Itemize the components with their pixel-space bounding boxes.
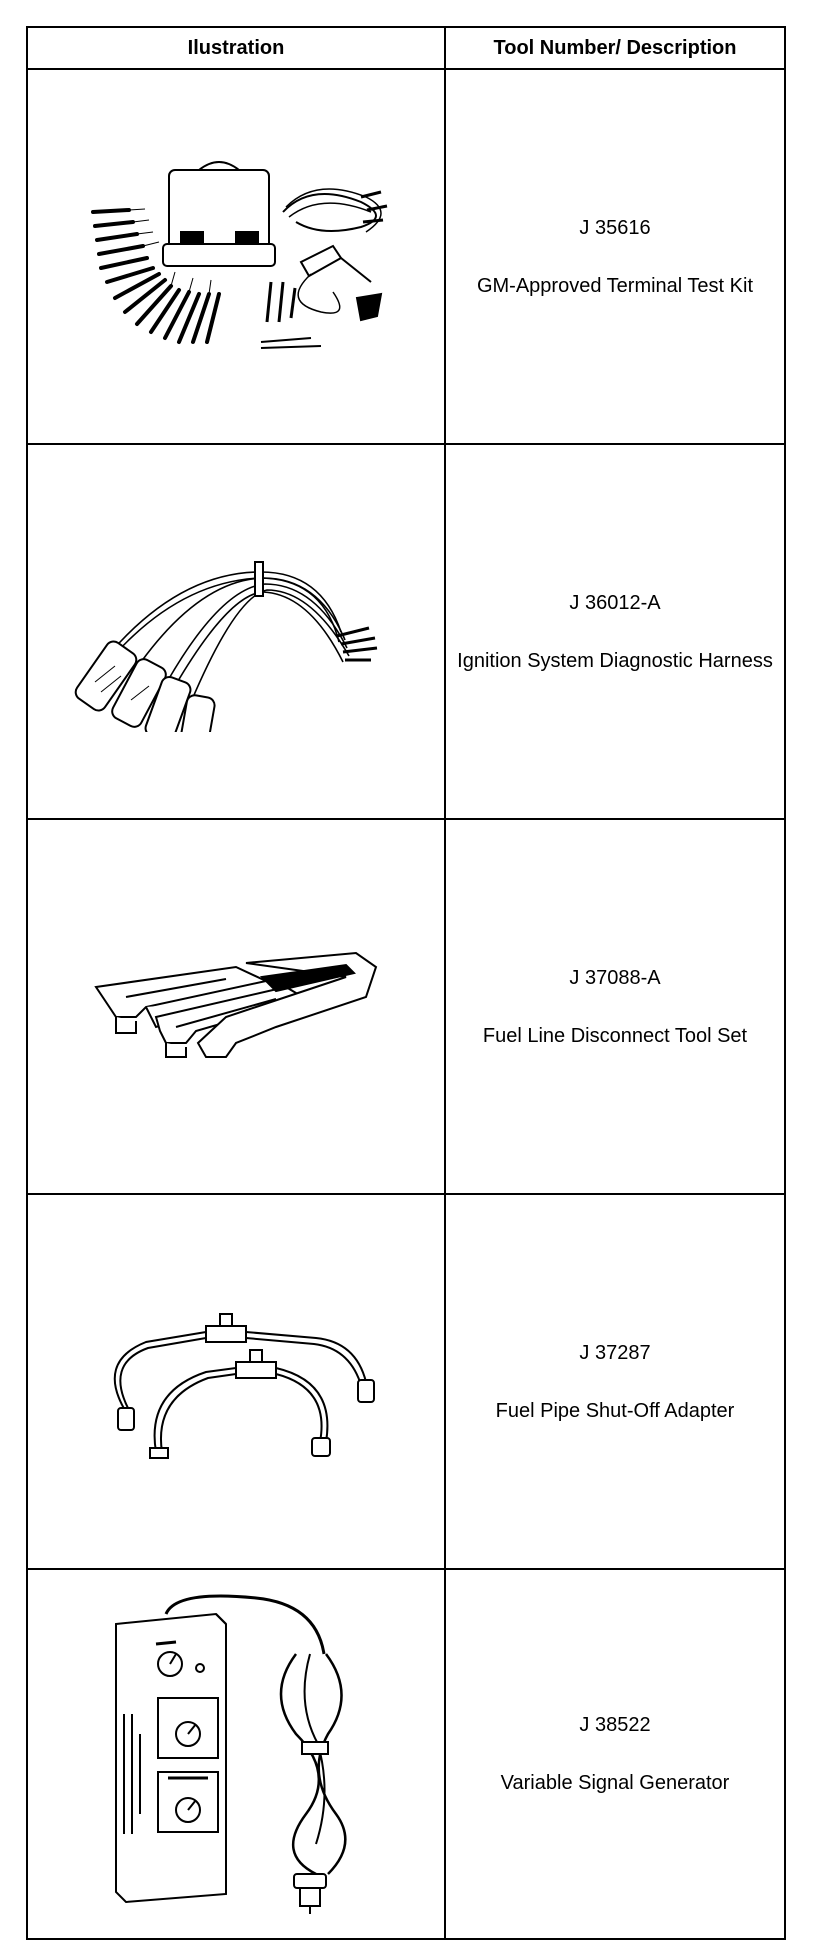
tool-number: J 36012-A xyxy=(569,591,661,614)
tool-description: Fuel Pipe Shut-Off Adapter xyxy=(495,1399,735,1422)
tool-number: J 35616 xyxy=(579,216,651,239)
illustration-column-header: Ilustration xyxy=(26,26,446,70)
terminal-test-kit-illustration xyxy=(91,160,388,349)
table-row: J 36012-A Ignition System Diagnostic Har… xyxy=(26,443,786,820)
table-row: J 37287 Fuel Pipe Shut-Off Adapter xyxy=(26,1193,786,1570)
tool-description: Ignition System Diagnostic Harness xyxy=(457,649,773,672)
table-row: J 35616 GM-Approved Terminal Test Kit xyxy=(26,68,786,445)
description-cell: J 37088-A Fuel Line Disconnect Tool Set xyxy=(444,818,786,1195)
tool-description: Variable Signal Generator xyxy=(500,1772,730,1794)
special-tools-table: Ilustration Tool Number/ Description xyxy=(26,26,786,1940)
illustration-cell xyxy=(26,1568,446,1940)
table-row: J 38522 Variable Signal Generator xyxy=(26,1568,786,1940)
disconnect-tool-set-illustration xyxy=(94,951,378,1058)
tool-number: J 37088-A xyxy=(569,966,661,989)
signal-generator-illustration xyxy=(115,1594,347,1914)
illustration-cell xyxy=(26,818,446,1195)
header-row: Ilustration Tool Number/ Description xyxy=(26,26,786,70)
tool-number: J 37287 xyxy=(579,1341,651,1364)
description-cell: J 36012-A Ignition System Diagnostic Har… xyxy=(444,443,786,820)
tool-description: Fuel Line Disconnect Tool Set xyxy=(482,1024,748,1047)
illustration-cell xyxy=(26,443,446,820)
shut-off-adapter-illustration xyxy=(113,1312,375,1459)
illustration-cell xyxy=(26,68,446,445)
tool-number: J 38522 xyxy=(579,1714,651,1736)
tool-column-header: Tool Number/ Description xyxy=(444,26,786,70)
description-cell: J 38522 Variable Signal Generator xyxy=(444,1568,786,1940)
illustration-cell xyxy=(26,1193,446,1570)
description-cell: J 35616 GM-Approved Terminal Test Kit xyxy=(444,68,786,445)
description-cell: J 37287 Fuel Pipe Shut-Off Adapter xyxy=(444,1193,786,1570)
tool-description: GM-Approved Terminal Test Kit xyxy=(476,274,754,297)
diagnostic-harness-illustration xyxy=(74,560,378,732)
table-row: J 37088-A Fuel Line Disconnect Tool Set xyxy=(26,818,786,1195)
